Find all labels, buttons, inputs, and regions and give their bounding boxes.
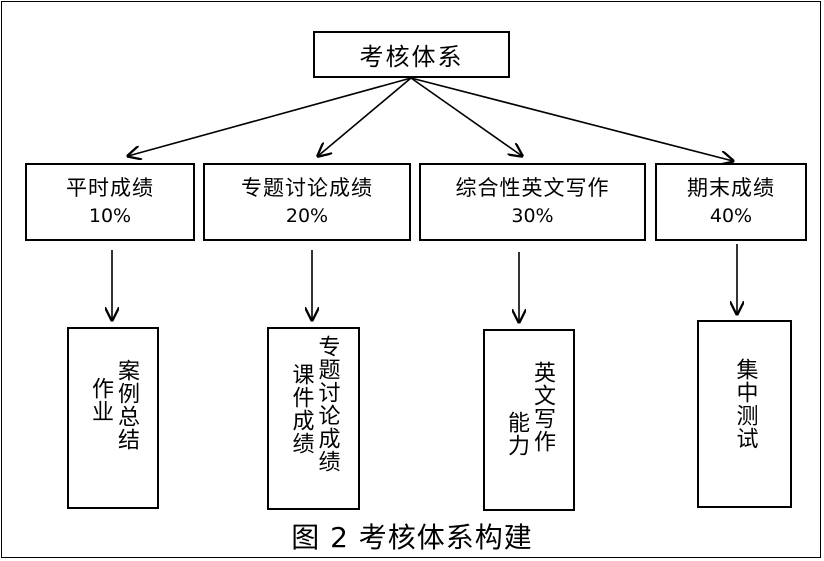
arrow-root-to-cat3 xyxy=(410,77,522,156)
category-node-regular: 平时成绩 10% xyxy=(25,163,195,241)
figure-caption: 图 2 考核体系构建 xyxy=(291,521,533,554)
detail-text: 英文写作 xyxy=(530,361,555,453)
detail-text: 专题讨论成绩 xyxy=(314,335,340,473)
category-percent: 20% xyxy=(285,205,329,227)
category-percent: 40% xyxy=(709,205,753,227)
detail-text: 作业 xyxy=(88,377,113,423)
category-node-final: 期末成绩 40% xyxy=(655,163,807,241)
root-label: 考核体系 xyxy=(359,43,464,71)
detail-text: 案例总结 xyxy=(114,359,139,451)
detail-node-regular: 案例总结 作业 xyxy=(67,327,159,509)
category-node-discussion: 专题讨论成绩 20% xyxy=(203,163,411,241)
category-percent: 10% xyxy=(88,205,132,227)
arrow-root-to-cat4 xyxy=(410,77,733,161)
detail-text: 课件成绩 xyxy=(288,363,314,455)
root-node: 考核体系 xyxy=(313,31,510,78)
category-title: 专题讨论成绩 xyxy=(241,176,373,200)
detail-node-discussion: 专题讨论成绩 课件成绩 xyxy=(267,327,360,510)
category-title: 平时成绩 xyxy=(66,176,154,200)
arrow-root-to-cat2 xyxy=(318,77,412,156)
category-title: 期末成绩 xyxy=(687,176,775,200)
category-node-writing: 综合性英文写作 30% xyxy=(419,163,646,241)
detail-text: 集中测试 xyxy=(732,358,758,450)
arrow-root-to-cat1 xyxy=(128,77,412,156)
detail-text: 能力 xyxy=(504,411,529,457)
category-percent: 30% xyxy=(511,205,554,227)
category-title: 综合性英文写作 xyxy=(455,176,610,200)
detail-node-writing: 英文写作 能力 xyxy=(483,329,575,511)
detail-node-final: 集中测试 xyxy=(697,320,792,508)
